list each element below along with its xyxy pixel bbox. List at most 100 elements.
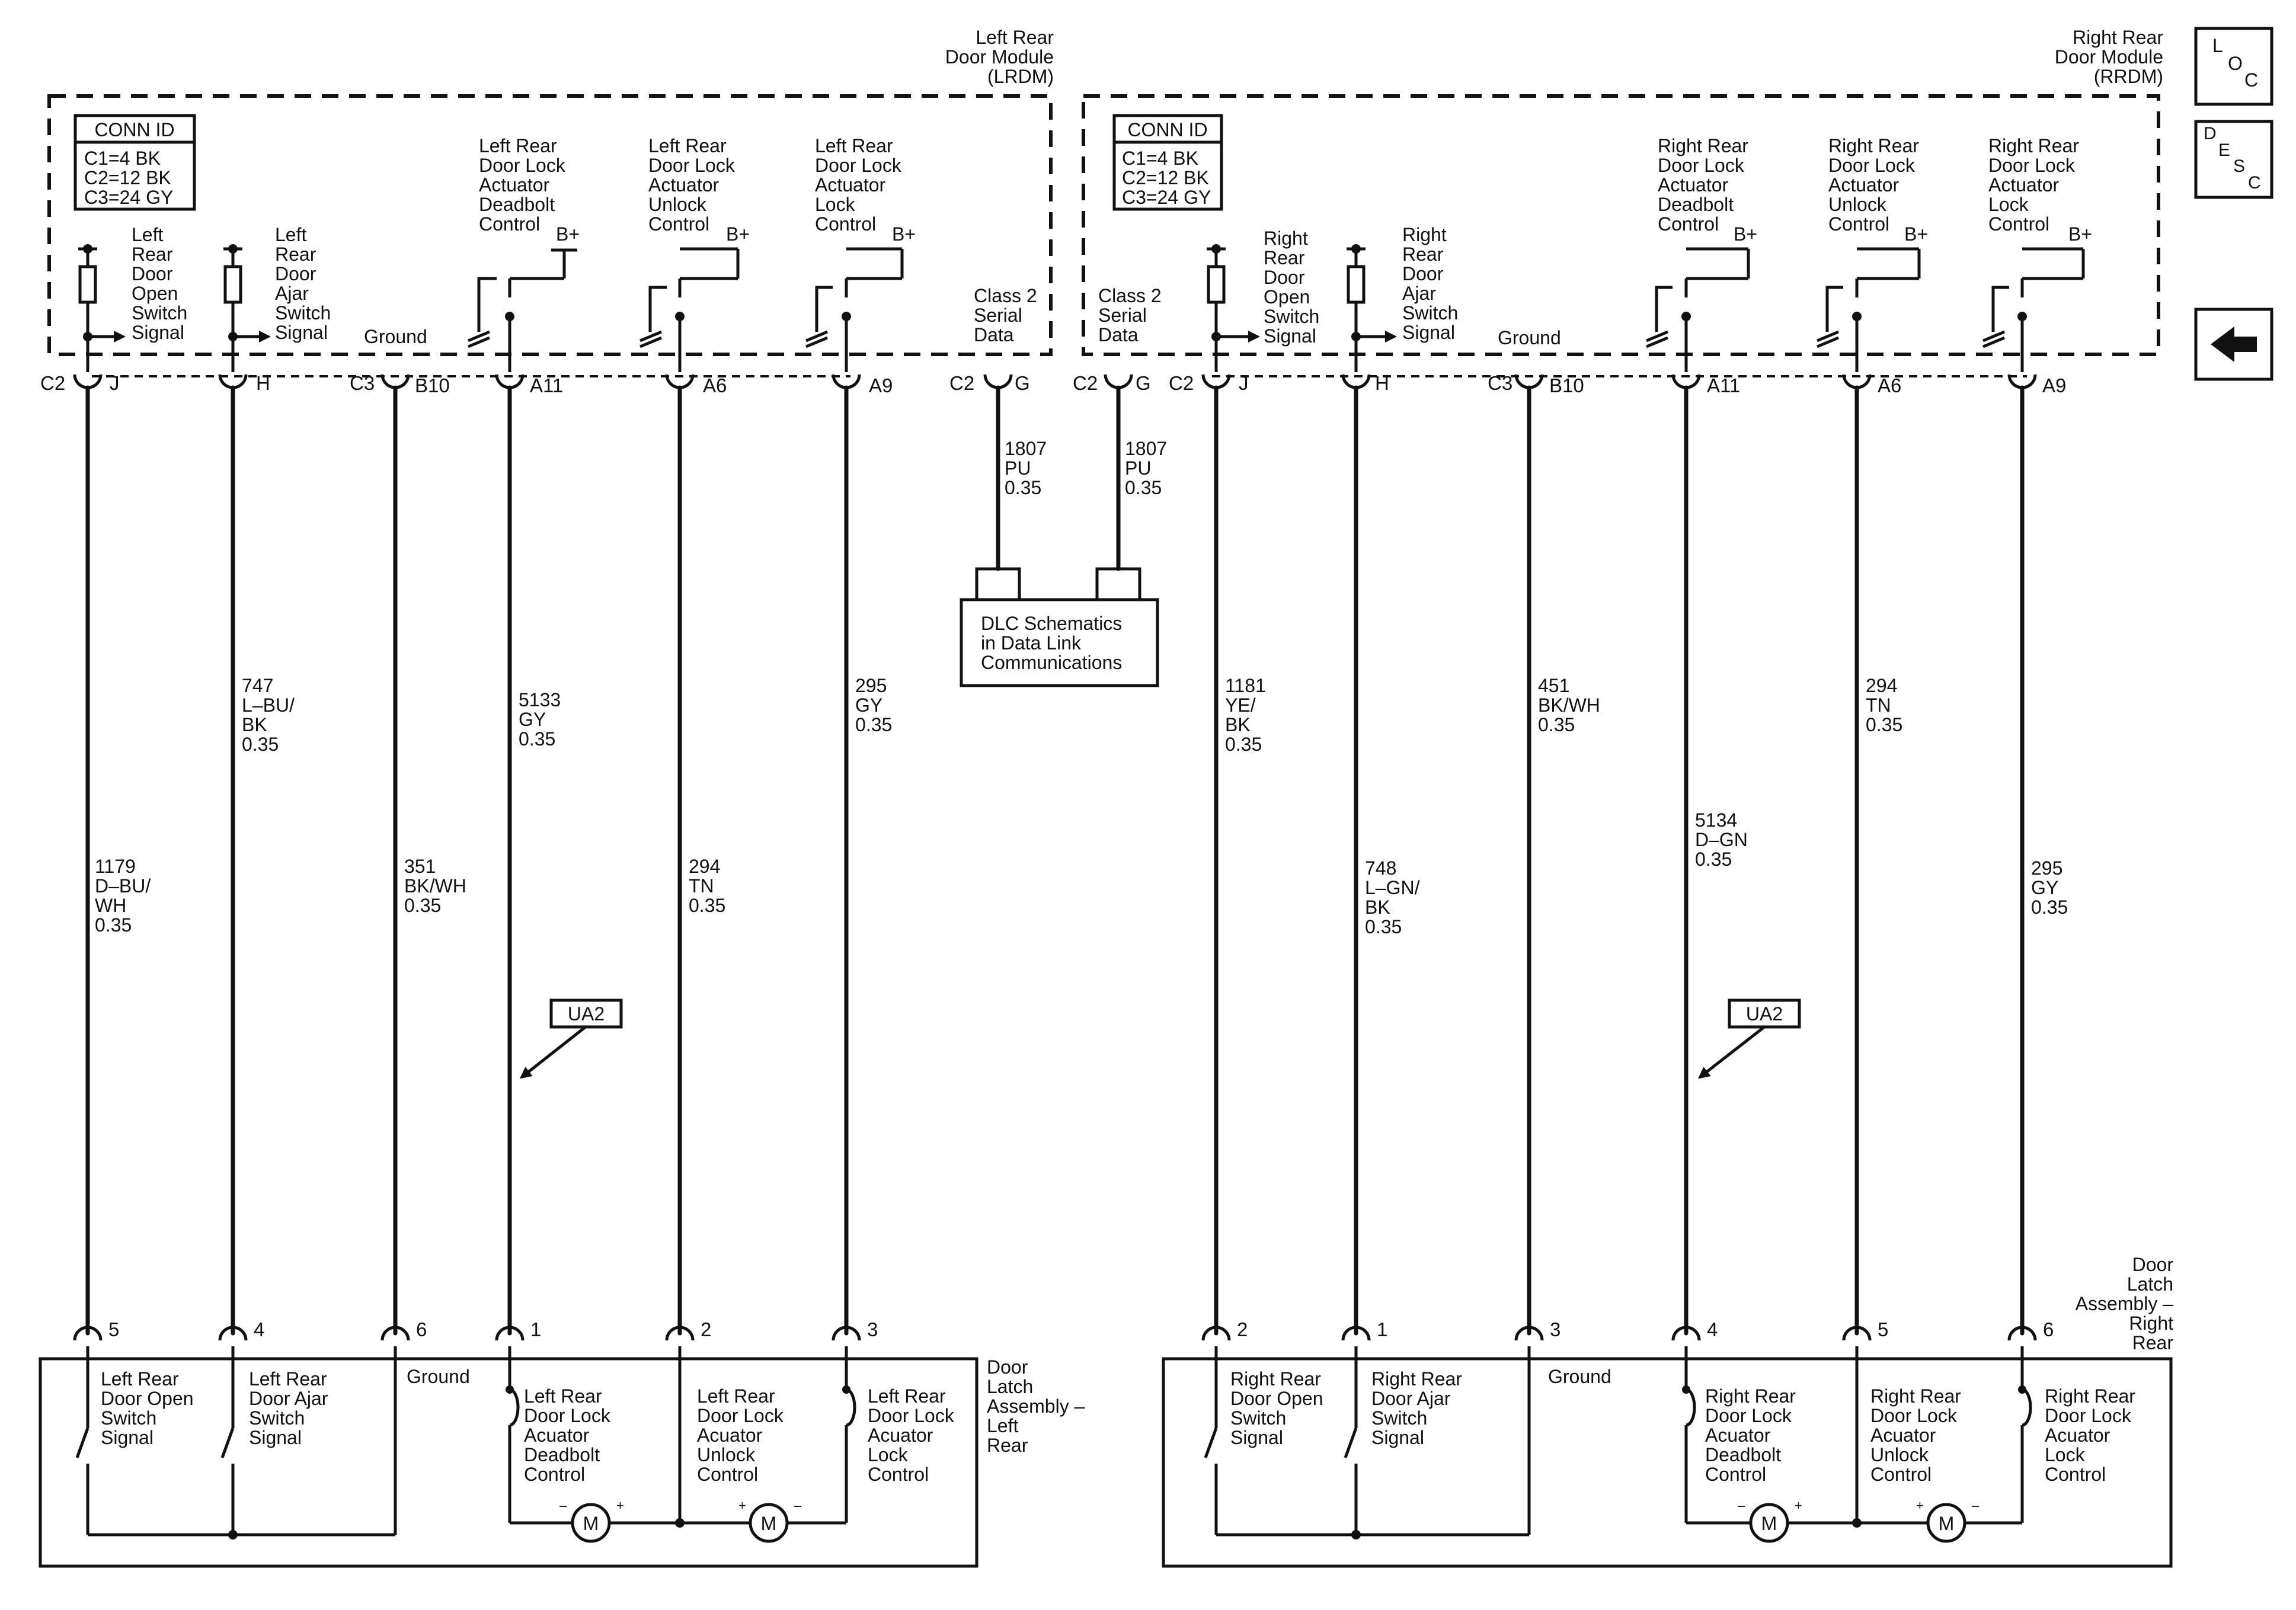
svg-text:D–BU/: D–BU/ (95, 875, 151, 897)
svg-text:Unlock: Unlock (1828, 194, 1887, 215)
left-arrow-icon (2211, 327, 2257, 362)
svg-text:B+: B+ (556, 223, 580, 245)
svg-text:BK: BK (1225, 714, 1251, 735)
svg-text:1807: 1807 (1125, 438, 1167, 459)
svg-text:0.35: 0.35 (2031, 897, 2068, 918)
svg-text:M: M (1939, 1513, 1955, 1534)
svg-text:Left Rear: Left Rear (976, 27, 1054, 48)
svg-text:Lock: Lock (1988, 194, 2029, 215)
rrdm-lock-label: Right Rear Door Lock Actuator Lock Contr… (1988, 135, 2079, 235)
svg-text:A6: A6 (1878, 375, 1901, 396)
svg-text:0.35: 0.35 (1005, 477, 1041, 498)
svg-text:–: – (559, 1498, 567, 1513)
svg-text:Acuator: Acuator (524, 1425, 590, 1446)
svg-text:–: – (1972, 1498, 1980, 1513)
svg-text:Door: Door (1402, 263, 1444, 284)
latch-title-right: Door Latch Assembly – Right Rear (2076, 1254, 2174, 1353)
svg-text:Control: Control (1828, 213, 1889, 235)
svg-text:Data: Data (974, 324, 1014, 345)
svg-text:(LRDM): (LRDM) (987, 66, 1054, 87)
svg-text:0.35: 0.35 (1695, 849, 1732, 870)
svg-text:Lock: Lock (2045, 1444, 2086, 1465)
svg-text:351: 351 (404, 856, 436, 877)
motor-icon: M + – (738, 1498, 802, 1543)
lrdm-ground-label: Ground (364, 326, 427, 347)
svg-text:BK/WH: BK/WH (1538, 694, 1600, 716)
svg-text:Door Lock: Door Lock (479, 155, 566, 176)
loc-button[interactable]: L O C (2194, 27, 2273, 106)
svg-text:Door: Door (987, 1356, 1028, 1378)
svg-text:+: + (1795, 1498, 1802, 1513)
svg-text:Switch: Switch (275, 302, 331, 324)
svg-text:–: – (1738, 1498, 1745, 1513)
svg-text:BK: BK (1365, 897, 1390, 918)
svg-text:748: 748 (1365, 857, 1396, 879)
svg-text:Left Rear: Left Rear (524, 1385, 602, 1407)
svg-text:Switch: Switch (132, 302, 187, 324)
conn-id-box-right: CONN ID C1=4 BK C2=12 BK C3=24 GY (1112, 114, 1223, 211)
lrdm-open-signal-label: Left Rear Door Open Switch Signal (132, 224, 187, 343)
svg-text:G: G (1015, 372, 1030, 394)
svg-text:Control: Control (1870, 1464, 1932, 1485)
svg-text:UA2: UA2 (1746, 1003, 1783, 1025)
svg-text:Signal: Signal (1371, 1427, 1424, 1448)
svg-text:Switch: Switch (1402, 302, 1458, 324)
svg-text:Acuator: Acuator (1870, 1425, 1936, 1446)
svg-text:TN: TN (689, 875, 714, 897)
svg-text:294: 294 (1866, 675, 1897, 696)
svg-text:1807: 1807 (1005, 438, 1047, 459)
svg-text:(RRDM): (RRDM) (2094, 66, 2163, 87)
svg-text:Class 2: Class 2 (974, 285, 1037, 306)
svg-text:Unlock: Unlock (1870, 1444, 1929, 1465)
svg-text:Data: Data (1098, 324, 1139, 345)
rrdm-ajar-signal-label: Right Rear Door Ajar Switch Signal (1402, 224, 1458, 343)
svg-text:3: 3 (1550, 1318, 1560, 1340)
svg-text:C2: C2 (1169, 372, 1194, 394)
svg-text:0.35: 0.35 (242, 734, 279, 755)
svg-text:6: 6 (416, 1318, 427, 1340)
svg-text:Door: Door (275, 263, 316, 284)
latch-connectors (73, 1326, 2037, 1341)
svg-text:B+: B+ (2068, 223, 2092, 245)
lrdm-title: Left Rear Door Module (LRDM) (945, 27, 1054, 87)
latch-right-actuator-circuits (1682, 1346, 2032, 1528)
svg-text:C3: C3 (350, 372, 375, 394)
latch-left-switch-circuits (75, 1346, 397, 1539)
back-button[interactable] (2194, 308, 2273, 381)
wires-left (85, 385, 849, 1336)
svg-text:+: + (738, 1498, 746, 1513)
svg-text:L: L (2212, 35, 2223, 56)
connector-labels-rrdm: C2 G C2 J H C3 B10 A11 A6 A9 (1073, 372, 2066, 396)
svg-text:Serial: Serial (1098, 305, 1147, 326)
svg-text:Door: Door (2132, 1254, 2174, 1275)
rrdm-ground-label: Ground (1498, 327, 1561, 348)
svg-text:Control: Control (1658, 213, 1719, 235)
svg-text:Acuator: Acuator (868, 1425, 933, 1446)
desc-button[interactable]: D E S C (2194, 120, 2273, 199)
svg-text:Unlock: Unlock (697, 1444, 756, 1465)
svg-text:5: 5 (108, 1318, 119, 1340)
svg-text:4: 4 (254, 1318, 264, 1340)
svg-text:Door Ajar: Door Ajar (1371, 1388, 1451, 1409)
svg-text:Signal: Signal (101, 1427, 154, 1448)
svg-text:Class 2: Class 2 (1098, 285, 1162, 306)
svg-text:Actuator: Actuator (1828, 174, 1900, 196)
svg-text:Actuator: Actuator (1658, 174, 1729, 196)
lrdm-ajar-signal-label: Left Rear Door Ajar Switch Signal (275, 224, 331, 343)
svg-text:Deadbolt: Deadbolt (524, 1444, 600, 1465)
svg-text:C2=12 BK: C2=12 BK (1122, 167, 1209, 188)
svg-text:Door Module: Door Module (945, 46, 1054, 68)
svg-text:A9: A9 (869, 375, 893, 396)
svg-text:Control: Control (524, 1464, 585, 1485)
connector-labels-lrdm: C2 J H C3 B10 A11 A6 A9 C2 G (40, 372, 1030, 396)
svg-text:Actuator: Actuator (479, 174, 550, 196)
svg-text:E: E (2218, 140, 2230, 160)
svg-text:Door Ajar: Door Ajar (249, 1388, 328, 1409)
svg-text:B10: B10 (1549, 375, 1584, 396)
lrdm-serial-label: Class 2 Serial Data (974, 285, 1037, 345)
svg-text:295: 295 (855, 675, 887, 696)
